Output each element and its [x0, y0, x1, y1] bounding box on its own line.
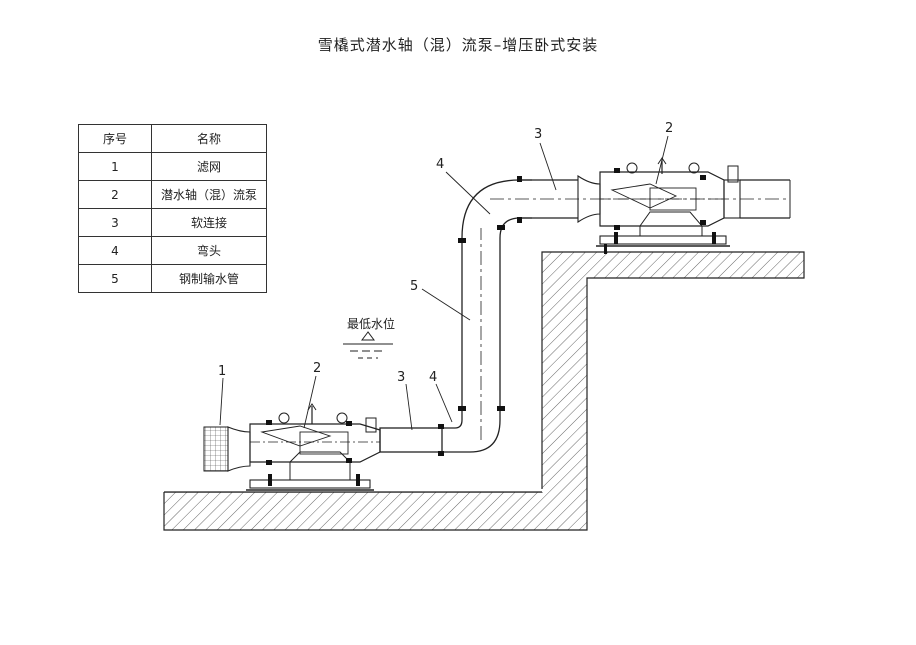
callout-3-lower: 3: [397, 370, 405, 385]
lower-sled-base: [249, 479, 371, 489]
legend-row-name: 弯头: [151, 236, 267, 265]
upper-pump-unit: [577, 157, 741, 254]
legend-row: 2 潜水轴（混）流泵: [78, 180, 267, 209]
lower-pump-stand: [289, 451, 351, 481]
legend-row: 4 弯头: [78, 236, 267, 265]
lower-pump-body: [249, 423, 381, 463]
legend-row: 5 钢制输水管: [78, 264, 267, 293]
legend-row-name: 软连接: [151, 208, 267, 237]
callout-2-upper: 2: [665, 121, 673, 136]
water-level-triangle: [361, 331, 375, 341]
water-level-marker: 最低水位: [343, 316, 395, 359]
upper-sled-base: [599, 235, 727, 245]
lower-pump-unit: [203, 403, 381, 491]
callout-2-lower: 2: [313, 361, 321, 376]
upper-discharge-pipe: [740, 179, 790, 219]
upper-soft-joint: [520, 179, 578, 219]
upper-pump-stand: [639, 211, 703, 237]
legend-row: 3 软连接: [78, 208, 267, 237]
legend-header-name: 名称: [151, 124, 267, 153]
legend-header-row: 序号 名称: [78, 124, 267, 153]
water-level-label: 最低水位: [347, 316, 395, 331]
legend-row-number: 2: [78, 180, 152, 209]
legend-row-number: 5: [78, 264, 152, 293]
parts-legend-table: 序号 名称 1 滤网 2 潜水轴（混）流泵 3 软连接 4 弯头 5 钢制输水管: [78, 124, 267, 293]
callouts: 1 2 3 4 5 4 3 2: [218, 121, 673, 431]
filter-screen: [203, 426, 229, 472]
callout-4-lower: 4: [429, 370, 437, 385]
callout-1: 1: [218, 364, 226, 379]
legend-row-number: 1: [78, 152, 152, 181]
riser-pipe: [461, 238, 501, 412]
legend-row-name: 钢制输水管: [151, 264, 267, 293]
legend-header-number: 序号: [78, 124, 152, 153]
legend-row-name: 潜水轴（混）流泵: [151, 180, 267, 209]
drawing-title: 雪橇式潜水轴（混）流泵–增压卧式安装: [317, 36, 599, 54]
callout-3-upper: 3: [534, 127, 542, 142]
legend-row: 1 滤网: [78, 152, 267, 181]
legend-row-name: 滤网: [151, 152, 267, 181]
lower-soft-joint: [379, 427, 443, 453]
callout-5: 5: [410, 279, 418, 294]
callout-4-upper: 4: [436, 157, 444, 172]
lower-elbow: [442, 412, 501, 453]
legend-row-number: 3: [78, 208, 152, 237]
